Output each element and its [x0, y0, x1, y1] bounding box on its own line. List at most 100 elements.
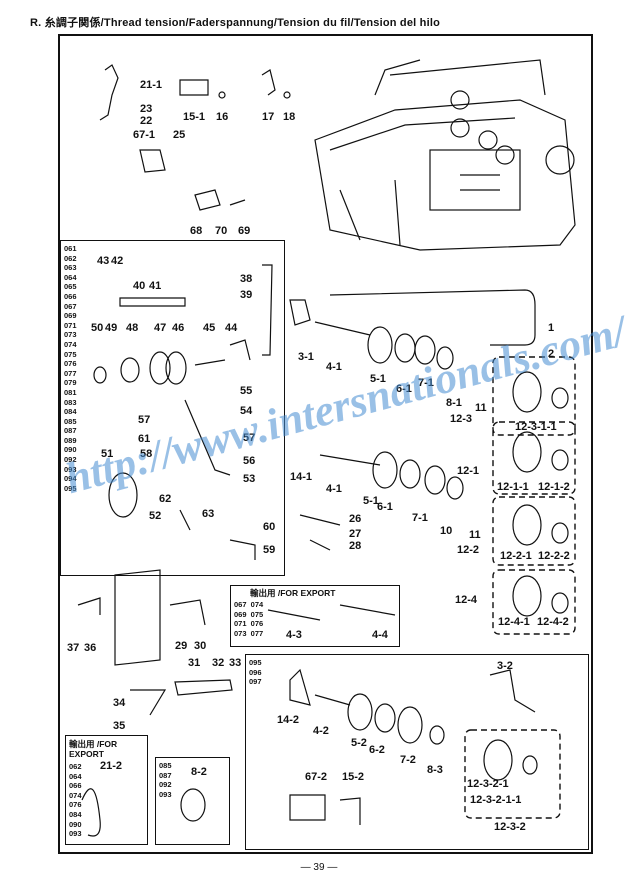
- part-label: 43: [97, 255, 110, 267]
- part-label: 68: [190, 225, 203, 237]
- part-label: 6-2: [369, 744, 385, 756]
- part-label: 39: [240, 289, 253, 301]
- part-label: 26: [349, 513, 362, 525]
- part-label: 46: [172, 322, 185, 334]
- part-label: 62: [159, 493, 172, 505]
- part-label: 57: [243, 432, 256, 444]
- part-label: 8-2: [191, 766, 207, 778]
- part-label: 12-3: [450, 413, 473, 425]
- part-label: 38: [240, 273, 253, 285]
- part-label: 12-4-1: [498, 616, 530, 628]
- part-label: 14-1: [290, 471, 313, 483]
- part-label: 32: [212, 657, 225, 669]
- part-label: 5-2: [351, 737, 367, 749]
- part-label: 12-3-2-1-1: [470, 794, 522, 806]
- part-label: 58: [140, 448, 153, 460]
- part-label: 12-2: [457, 544, 480, 556]
- part-label: 47: [154, 322, 167, 334]
- part-label: 4-1: [326, 361, 342, 373]
- box-export-left: [65, 735, 148, 845]
- part-label: 16: [216, 111, 229, 123]
- part-label: 21-1: [140, 79, 163, 91]
- part-label: 37: [67, 642, 80, 654]
- codes-left-small: 062 064 066 074 076 084 090 093: [69, 762, 82, 839]
- part-label: 35: [113, 720, 126, 732]
- part-label: 8-1: [446, 397, 462, 409]
- part-label: 48: [126, 322, 139, 334]
- part-label: 12-1-1: [497, 481, 529, 493]
- part-label: 17: [262, 111, 275, 123]
- codes-export-box: 067 074 069 075 071 076 073 077: [234, 600, 264, 638]
- part-label: 69: [238, 225, 251, 237]
- part-label: 30: [194, 640, 207, 652]
- part-label: 7-2: [400, 754, 416, 766]
- part-label: 3-2: [497, 660, 513, 672]
- machine-illustration: [314, 59, 576, 251]
- part-label: 28: [349, 540, 362, 552]
- diagram-frame: [58, 34, 593, 854]
- part-label: 49: [105, 322, 118, 334]
- export-label-center: 輸出用 /FOR EXPORT: [250, 588, 336, 598]
- part-label: 51: [101, 448, 114, 460]
- box-tension-assembly: [60, 240, 285, 576]
- part-label: 40: [133, 280, 146, 292]
- part-label: 8-3: [427, 764, 443, 776]
- part-label: 57: [138, 414, 151, 426]
- part-label: 12-1-2: [538, 481, 570, 493]
- codes-main-left: 061 062 063 064 065 066 067 069 071 073 …: [64, 244, 77, 493]
- part-label: 12-2-2: [538, 550, 570, 562]
- part-label: 25: [173, 129, 186, 141]
- part-label: 12-3-2: [494, 821, 526, 833]
- part-label: 12-3-2-1: [467, 778, 509, 790]
- part-label: 23: [140, 103, 153, 115]
- part-label: 55: [240, 385, 253, 397]
- part-label: 2: [548, 348, 555, 360]
- part-label: 5-1: [370, 373, 386, 385]
- part-label: 60: [263, 521, 276, 533]
- part-label: 11: [469, 529, 481, 541]
- part-label: 4-4: [372, 629, 388, 641]
- codes-lower-box: 095 096 097: [249, 658, 262, 687]
- part-label: 27: [349, 528, 362, 540]
- page-number: — 39 —: [300, 862, 338, 873]
- part-label: 6-1: [396, 383, 412, 395]
- part-label: 5-1: [363, 495, 379, 507]
- part-label: 18: [283, 111, 296, 123]
- part-label: 61: [138, 433, 151, 445]
- part-label: 6-1: [377, 501, 393, 513]
- box-lower-right: [245, 654, 589, 850]
- part-label: 12-3-1-1: [515, 421, 557, 433]
- part-label: 42: [111, 255, 124, 267]
- part-label: 12-1: [457, 465, 480, 477]
- part-label: 63: [202, 508, 215, 520]
- part-label: 29: [175, 640, 188, 652]
- part-label: 67-2: [305, 771, 328, 783]
- part-label: 59: [263, 544, 276, 556]
- export-label-left-2: EXPORT: [69, 749, 104, 759]
- part-label: 21-2: [100, 760, 123, 772]
- part-label: 31: [188, 657, 201, 669]
- part-label: 44: [225, 322, 238, 334]
- part-label: 15-1: [183, 111, 206, 123]
- part-label: 4-3: [286, 629, 302, 641]
- box-export-center: [230, 585, 400, 647]
- part-label: 4-2: [313, 725, 329, 737]
- part-label: 54: [240, 405, 253, 417]
- part-label: 34: [113, 697, 126, 709]
- part-label: 10: [440, 525, 453, 537]
- part-label: 7-1: [412, 512, 428, 524]
- part-label: 36: [84, 642, 97, 654]
- part-label: 12-4-2: [537, 616, 569, 628]
- part-label: 67-1: [133, 129, 156, 141]
- part-label: 45: [203, 322, 216, 334]
- part-label: 3-1: [298, 351, 314, 363]
- part-label: 41: [149, 280, 162, 292]
- export-label-left-1: 輸出用 /FOR: [69, 739, 118, 749]
- codes-mid-small: 085 087 092 093: [159, 761, 172, 799]
- part-label: 52: [149, 510, 162, 522]
- part-label: 12-4: [455, 594, 478, 606]
- part-label: 50: [91, 322, 104, 334]
- part-label: 11: [475, 402, 487, 414]
